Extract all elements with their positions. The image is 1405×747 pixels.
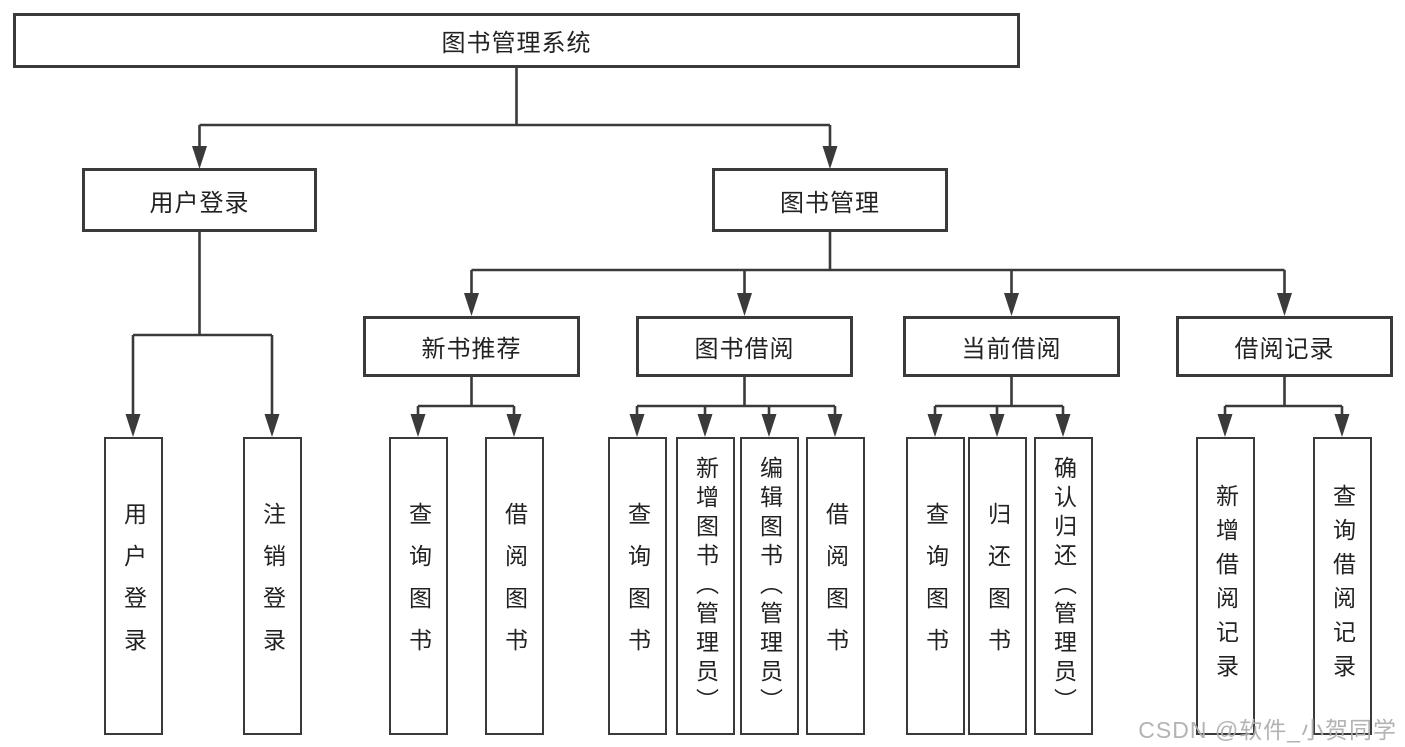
leaf-query-books-current: 查询图书 <box>905 437 965 735</box>
leaf-user-login-label: 用户登录 <box>120 502 147 670</box>
leaf-add-book-admin-label: 新增图书（管理员） <box>692 455 719 717</box>
leaf-edit-book-admin: 编辑图书（管理员） <box>739 437 799 735</box>
leaf-confirm-return-admin: 确认归还（管理员） <box>1033 437 1093 735</box>
node-new-book-recommend-label: 新书推荐 <box>421 336 522 363</box>
node-book-borrow-label: 图书借阅 <box>694 336 795 363</box>
leaf-borrow-books-recommend: 借阅图书 <box>484 437 544 735</box>
node-current-borrow-label: 当前借阅 <box>961 336 1062 363</box>
node-current-borrow: 当前借阅 <box>903 316 1120 377</box>
leaf-add-book-admin: 新增图书（管理员） <box>675 437 735 735</box>
node-user-login-label: 用户登录 <box>149 189 250 217</box>
node-borrow-records-label: 借阅记录 <box>1234 336 1335 363</box>
leaf-query-books-borrow: 查询图书 <box>607 437 667 735</box>
connector-book-management-to-level3 <box>470 232 1286 294</box>
leaf-query-books-recommend: 查询图书 <box>388 437 448 735</box>
leaf-return-books-label: 归还图书 <box>984 502 1011 670</box>
leaf-query-books-current-label: 查询图书 <box>922 502 949 670</box>
leaf-logout: 注销登录 <box>242 437 302 735</box>
connector-current-borrow-to-children <box>933 377 1065 416</box>
node-user-login: 用户登录 <box>82 168 317 232</box>
node-library-management-system: 图书管理系统 <box>13 13 1020 68</box>
leaf-query-borrow-record-label: 查询借阅记录 <box>1329 484 1356 688</box>
connector-new-book-recommend-to-children <box>416 377 516 416</box>
leaf-borrow-books-label: 借阅图书 <box>822 502 849 670</box>
node-book-borrow: 图书借阅 <box>636 316 853 377</box>
leaf-borrow-books-recommend-label: 借阅图书 <box>501 502 528 670</box>
connector-root-to-level2 <box>198 68 832 147</box>
leaf-add-borrow-record: 新增借阅记录 <box>1195 437 1255 735</box>
node-library-management-system-label: 图书管理系统 <box>441 30 592 57</box>
leaf-borrow-books: 借阅图书 <box>805 437 865 735</box>
leaf-query-books-recommend-label: 查询图书 <box>405 502 432 670</box>
leaf-return-books: 归还图书 <box>967 437 1027 735</box>
leaf-logout-label: 注销登录 <box>259 502 286 670</box>
leaf-confirm-return-admin-label: 确认归还（管理员） <box>1050 455 1077 717</box>
leaf-add-borrow-record-label: 新增借阅记录 <box>1212 484 1239 688</box>
connector-borrow-records-to-children <box>1223 377 1344 416</box>
leaf-user-login: 用户登录 <box>103 437 163 735</box>
node-book-management-label: 图书管理 <box>780 189 880 217</box>
leaf-query-borrow-record: 查询借阅记录 <box>1312 437 1372 735</box>
connector-user-login-to-children <box>131 232 274 416</box>
csdn-watermark: CSDN @软件_小贺同学 <box>1138 717 1397 743</box>
leaf-edit-book-admin-label: 编辑图书（管理员） <box>756 455 783 717</box>
connector-book-borrow-to-children <box>635 377 837 416</box>
node-borrow-records: 借阅记录 <box>1176 316 1393 377</box>
node-new-book-recommend: 新书推荐 <box>363 316 580 377</box>
leaf-query-books-borrow-label: 查询图书 <box>624 502 651 670</box>
node-book-management: 图书管理 <box>712 168 948 232</box>
